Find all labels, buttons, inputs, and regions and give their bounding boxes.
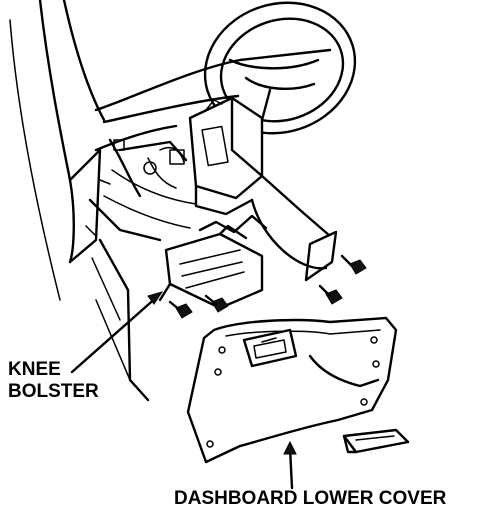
dashboard-lower-cover [186, 316, 398, 464]
steering-column [188, 96, 264, 216]
dashboard-side-panel [9, 0, 106, 301]
bolt-1 [168, 300, 193, 319]
bolts [168, 254, 367, 384]
knee-bolster-leader [70, 291, 164, 374]
column-bracket [198, 174, 338, 282]
knee-bolster-label-line1: KNEE [8, 359, 61, 380]
knee-bolster-label-line2: BOLSTER [8, 381, 99, 402]
under-dash-wiring [85, 138, 197, 242]
lower-cover-leader [283, 440, 297, 490]
knee-bolster [158, 224, 264, 310]
steering-wheel [203, 1, 357, 135]
small-cover-piece [342, 428, 410, 454]
floor-structure [91, 238, 150, 402]
dashboard-lower-cover-label: DASHBOARD LOWER COVER [174, 488, 447, 509]
bolt-2 [204, 294, 229, 313]
bolt-4 [340, 254, 367, 275]
bolt-3 [318, 284, 343, 305]
knee-bolster-callout: KNEE BOLSTER [8, 359, 99, 403]
